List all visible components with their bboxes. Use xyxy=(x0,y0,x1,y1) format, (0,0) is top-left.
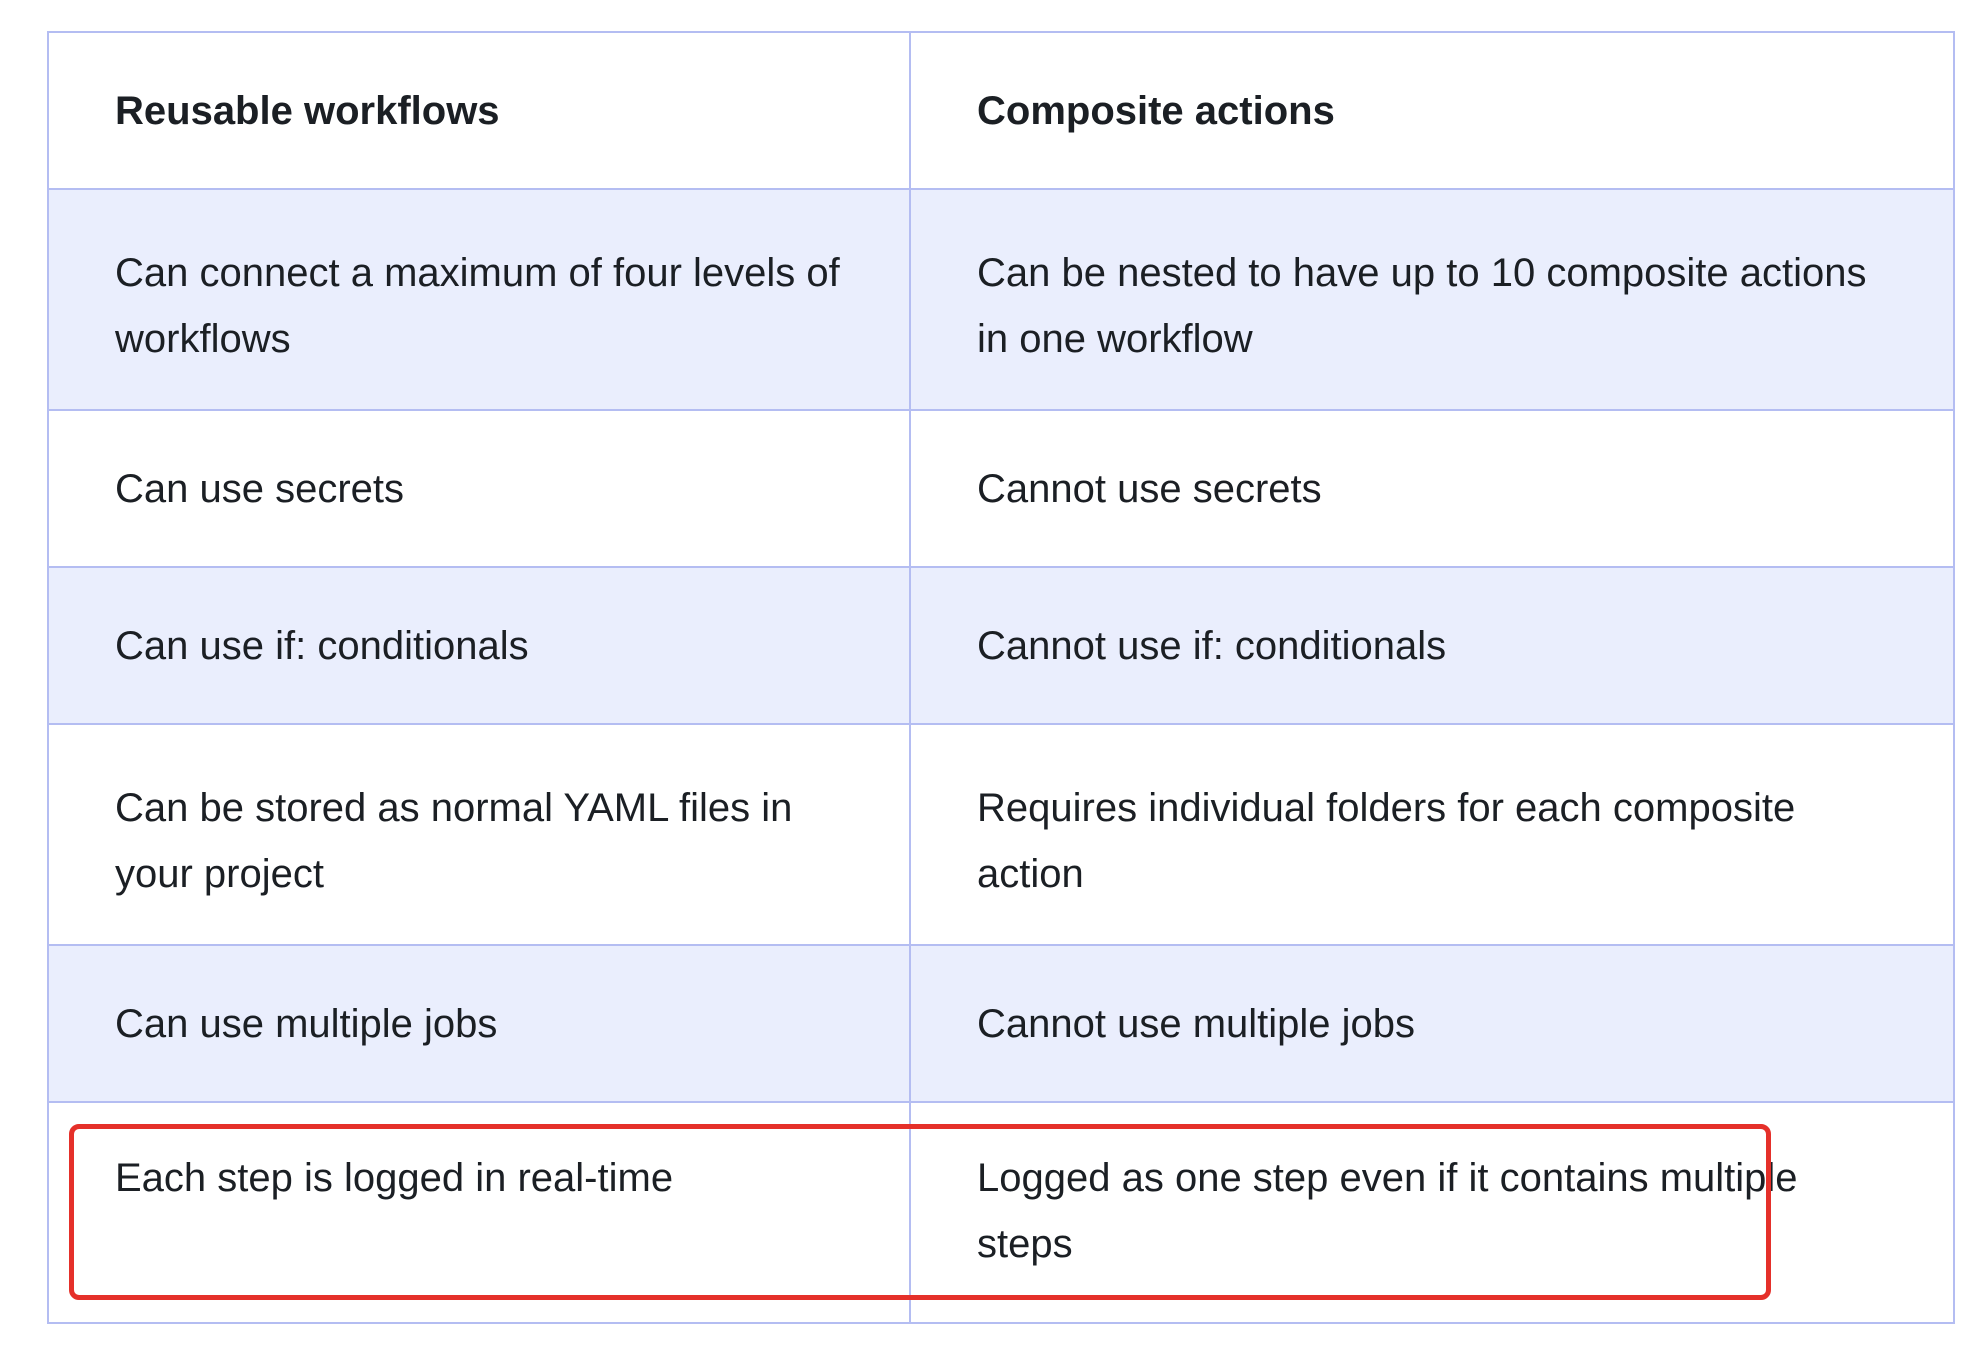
table-cell: Cannot use multiple jobs xyxy=(909,944,1955,1103)
table-row-highlighted: Each step is logged in real-time Logged … xyxy=(47,1101,1955,1324)
table-row: Can connect a maximum of four levels of … xyxy=(47,188,1955,411)
header-reusable-workflows: Reusable workflows xyxy=(47,31,911,190)
table-cell: Can use multiple jobs xyxy=(47,944,911,1103)
comparison-table: Reusable workflows Composite actions Can… xyxy=(47,31,1955,1324)
table-header-row: Reusable workflows Composite actions xyxy=(47,31,1955,190)
table-row: Can use multiple jobs Cannot use multipl… xyxy=(47,944,1955,1103)
table-cell: Can be stored as normal YAML files in yo… xyxy=(47,723,911,946)
table-cell: Logged as one step even if it contains m… xyxy=(909,1101,1955,1324)
table-cell: Requires individual folders for each com… xyxy=(909,723,1955,946)
table-row: Can be stored as normal YAML files in yo… xyxy=(47,723,1955,946)
table-row: Can use secrets Cannot use secrets xyxy=(47,409,1955,568)
table-cell: Can use secrets xyxy=(47,409,911,568)
comparison-table-container: Reusable workflows Composite actions Can… xyxy=(47,31,1955,1324)
table-cell: Can be nested to have up to 10 composite… xyxy=(909,188,1955,411)
table-row: Can use if: conditionals Cannot use if: … xyxy=(47,566,1955,725)
table-cell: Can use if: conditionals xyxy=(47,566,911,725)
table-cell: Cannot use if: conditionals xyxy=(909,566,1955,725)
table-cell: Can connect a maximum of four levels of … xyxy=(47,188,911,411)
table-cell: Cannot use secrets xyxy=(909,409,1955,568)
header-composite-actions: Composite actions xyxy=(909,31,1955,190)
table-cell: Each step is logged in real-time xyxy=(47,1101,911,1324)
